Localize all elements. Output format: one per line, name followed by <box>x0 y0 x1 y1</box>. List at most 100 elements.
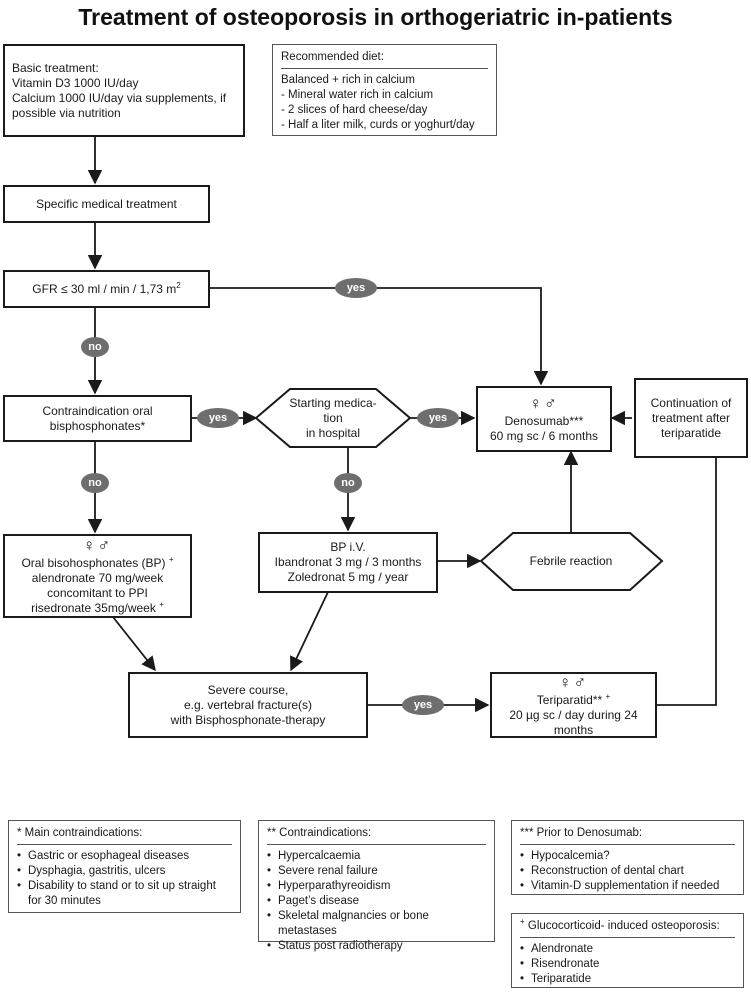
arrow-gfr-yes-to-denosumab <box>210 287 549 386</box>
gluco-header: Glucocorticoid- induced osteoporosis: <box>527 920 720 932</box>
contra-header: ** Contraindications: <box>267 826 486 845</box>
oral-line-4: risedronate 35mg/week <box>31 601 156 615</box>
contraindications-panel: ** Contraindications: Hypercalcaemia Sev… <box>258 820 495 954</box>
list-item: Risendronate <box>520 957 735 972</box>
pill-no-label: no <box>341 477 355 489</box>
gluco-sup: + <box>520 917 525 927</box>
list-item: Skeletal malgnancies or bone metastases <box>267 909 486 939</box>
teriparatid-line-2: 20 µg sc / day during 24 months <box>509 707 638 737</box>
denosumab-line-1: Denosumab*** <box>504 414 584 428</box>
pill-yes-label: yes <box>208 412 228 424</box>
severe-line-3: with Bisphosphonate-therapy <box>170 712 326 727</box>
contra-line-1: Contraindication oral <box>42 403 153 418</box>
pill-no-starting <box>334 473 362 493</box>
female-male-symbols: ♀♂ <box>558 672 589 692</box>
list-item: Gastric or esophageal diseases <box>17 849 232 864</box>
febrile-label: Febrile reaction <box>529 553 613 568</box>
oral-line-1-sup: + <box>168 555 174 564</box>
arrow-oral-to-severe <box>112 616 156 672</box>
oral-line-3: concomitant to PPI <box>47 586 148 600</box>
bpiv-line-2: Ibandronat 3 mg / 3 months <box>274 555 422 569</box>
list-item: - 2 slices of hard cheese/day <box>281 104 428 116</box>
pill-yes-severe <box>402 695 444 715</box>
teriparatid-sup: + <box>605 691 611 701</box>
bp-iv-box: BP i.V. Ibandronat 3 mg / 3 months Zoled… <box>258 532 438 593</box>
starting-medication-text: Starting medica- tion in hospital <box>282 392 384 444</box>
severe-line-2: e.g. vertebral fracture(s) <box>183 697 313 712</box>
starting-medication-hexagon <box>254 388 412 448</box>
continuation-box: Continuation of treatment after teripara… <box>634 378 748 458</box>
febrile-reaction-text: Febrile reaction <box>505 536 637 586</box>
basic-treatment-box: Basic treatment: Vitamin D3 1000 IU/day … <box>3 44 245 137</box>
arrow-bpiv-to-severe <box>290 591 329 672</box>
pill-yes-label: yes <box>413 699 433 711</box>
teriparatid-box: ♀♂ Teriparatid** + 20 µg sc / day during… <box>490 672 657 738</box>
basic-line-2: Vitamin D3 1000 IU/day <box>12 75 139 90</box>
gluco-header-row: + Glucocorticoid- induced osteoporosis: <box>520 917 735 938</box>
main-header: * Main contraindications: <box>17 826 232 845</box>
gluco-list: Alendronate Risendronate Teriparatide <box>520 942 735 987</box>
gfr-box: GFR ≤ 30 ml / min / 1,73 m2 <box>3 270 210 308</box>
pill-no-contra <box>81 473 109 493</box>
oral-line-4-sup: + <box>159 600 164 609</box>
main-contraindications-panel: * Main contraindications: Gastric or eso… <box>8 820 241 913</box>
pill-yes-starting <box>417 408 459 428</box>
list-item: Balanced + rich in calcium <box>281 74 415 86</box>
list-item: Status post radiotherapy <box>267 939 486 954</box>
pill-no-gfr <box>81 337 109 357</box>
pill-no-label: no <box>88 341 102 353</box>
list-item: Hypocalcemia? <box>520 849 735 864</box>
arrow-teriparatid-to-continuation <box>657 421 724 706</box>
prior-header: *** Prior to Denosumab: <box>520 826 735 845</box>
list-item: Hyperparathyreoidism <box>267 879 486 894</box>
diagram-title: Treatment of osteoporosis in orthogeriat… <box>78 4 673 30</box>
list-item: Dysphagia, gastritis, ulcers <box>17 864 232 879</box>
severe-line-1: Severe course, <box>207 682 289 697</box>
list-item: Reconstruction of dental chart <box>520 864 735 879</box>
main-list: Gastric or esophageal diseases Dysphagia… <box>17 849 232 909</box>
list-item: - Mineral water rich in calcium <box>281 89 434 101</box>
diet-list: Balanced + rich in calcium - Mineral wat… <box>281 73 488 133</box>
denosumab-box: ♀♂ Denosumab*** 60 mg sc / 6 months <box>476 386 612 452</box>
starting-line-3: in hospital <box>305 425 361 440</box>
list-item: Disability to stand or to sit up straigh… <box>17 879 232 909</box>
list-item: Paget’s disease <box>267 894 486 909</box>
glucocorticoid-panel: + Glucocorticoid- induced osteoporosis: … <box>511 913 744 988</box>
oral-line-1: Oral bisohosphonates (BP) <box>21 556 166 570</box>
bpiv-line-3: Zoledronat 5 mg / year <box>287 570 409 584</box>
list-item: Hypercalcaemia <box>267 849 486 864</box>
continuation-line-3: teriparatide <box>660 425 722 440</box>
female-male-symbols: ♀♂ <box>82 536 113 555</box>
contra-list: Hypercalcaemia Severe renal failure Hype… <box>267 849 486 954</box>
list-item: - Half a liter milk, curds or yoghurt/da… <box>281 119 475 131</box>
basic-line-4: possible via nutrition <box>12 105 121 120</box>
recommended-diet-panel: Recommended diet: Balanced + rich in cal… <box>272 44 497 136</box>
severe-course-box: Severe course, e.g. vertebral fracture(s… <box>128 672 368 738</box>
starting-line-1: Starting medica- <box>289 395 377 410</box>
female-male-symbols: ♀♂ <box>529 394 559 413</box>
febrile-reaction-hexagon <box>479 532 664 591</box>
list-item: Teriparatide <box>520 972 735 987</box>
pill-yes-gfr <box>335 278 377 298</box>
diet-header: Recommended diet: <box>281 50 488 69</box>
basic-line-3: Calcium 1000 IU/day via supplements, if <box>12 90 227 105</box>
oral-bisphosphonates-box: ♀♂ Oral bisohosphonates (BP) + alendrona… <box>3 534 192 618</box>
list-item: Vitamin-D supplementation if needed <box>520 879 735 894</box>
specific-treatment-box: Specific medical treatment <box>3 185 210 223</box>
contra-line-2: bisphosphonates* <box>49 418 146 433</box>
list-item: Severe renal failure <box>267 864 486 879</box>
denosumab-line-2: 60 mg sc / 6 months <box>489 429 599 443</box>
starting-line-2: tion <box>323 410 343 425</box>
continuation-line-1: Continuation of <box>650 395 732 410</box>
pill-yes-label: yes <box>428 412 448 424</box>
gfr-label: GFR ≤ 30 ml / min / 1,73 m <box>32 281 177 296</box>
prior-list: Hypocalcemia? Reconstruction of dental c… <box>520 849 735 894</box>
pill-yes-contra <box>197 408 239 428</box>
continuation-line-2: treatment after <box>651 410 731 425</box>
basic-line-1: Basic treatment: <box>12 60 99 75</box>
pill-yes-label: yes <box>346 282 366 294</box>
contraindication-oral-box: Contraindication oral bisphosphonates* <box>3 395 192 442</box>
bpiv-line-1: BP i.V. <box>330 540 366 554</box>
pill-no-label: no <box>88 477 102 489</box>
